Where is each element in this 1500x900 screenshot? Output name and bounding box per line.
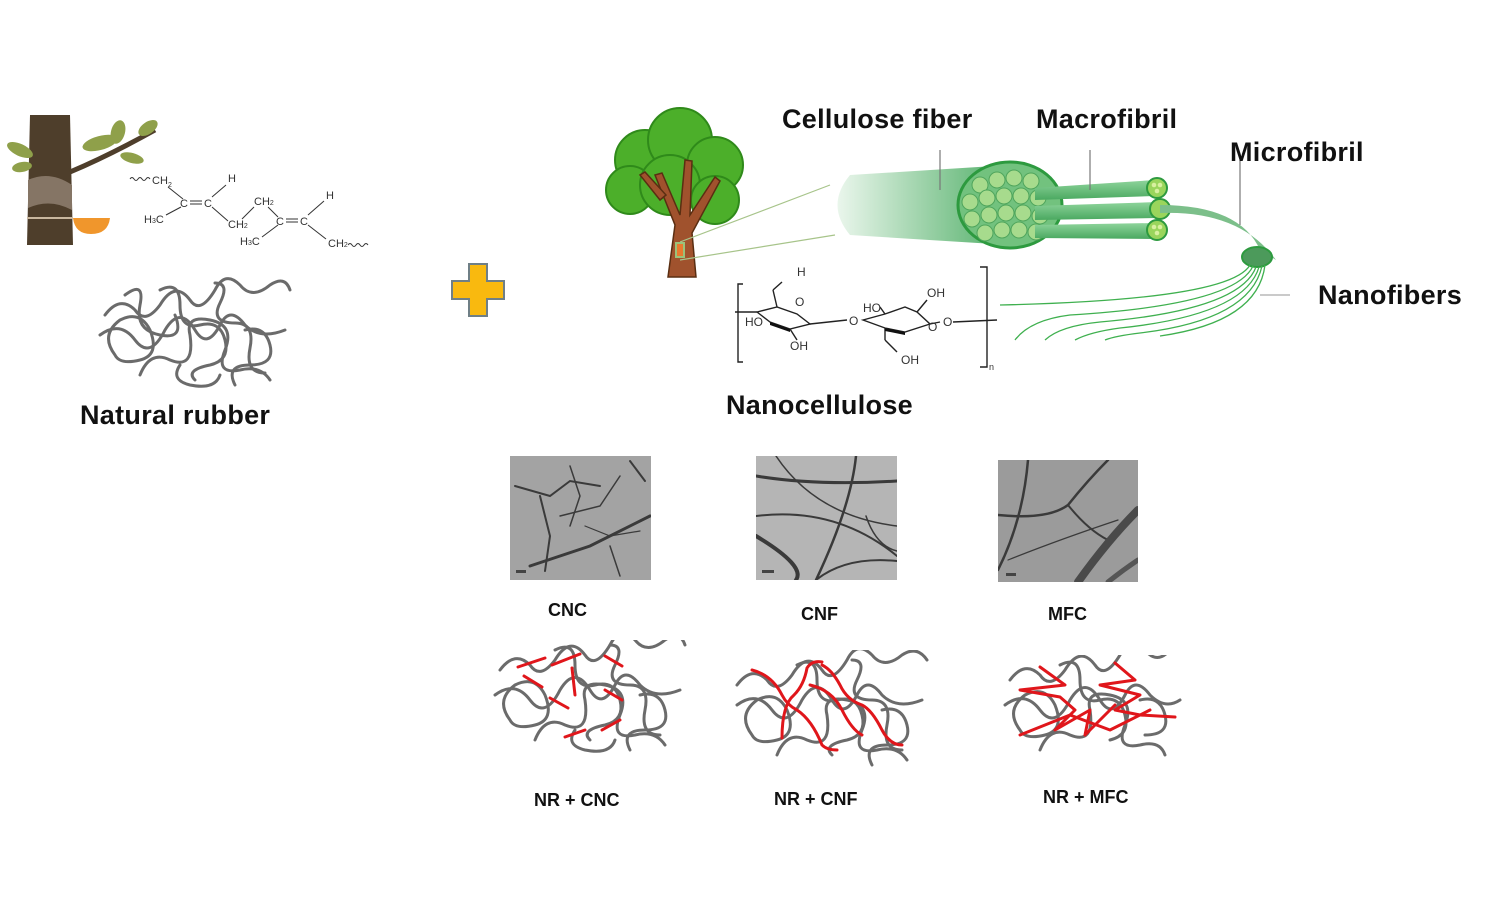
chem-c3: C — [276, 216, 284, 228]
microfibril-label: Microfibril — [1230, 137, 1364, 167]
nr-mfc-label: NR + MFC — [1043, 787, 1129, 807]
rubber-chain-network — [493, 640, 687, 753]
rubber-chain-network — [1003, 655, 1182, 757]
cnf-fibers — [750, 660, 904, 752]
cnc-rods — [516, 652, 624, 739]
zoom-guide-lines — [680, 184, 836, 261]
polyisoprene-structure: CH 2 C C H3C H CH2 CH2 C C H3C H CH2 — [129, 173, 369, 250]
chem-ring-o-1: O — [795, 295, 804, 309]
cellulose-fiber-hierarchy — [837, 150, 1290, 341]
nr-cnc-label: NR + CNC — [534, 790, 620, 810]
cnc-label: CNC — [548, 600, 587, 620]
chem-h2: H — [326, 190, 334, 202]
rubber-chain-network — [735, 650, 929, 767]
micrograph-mfc — [998, 460, 1138, 582]
chem-oh-bottom-left: OH — [790, 339, 808, 353]
micrograph-cnc — [510, 456, 651, 580]
chem-c1: C — [180, 198, 188, 210]
chem-h: H — [797, 265, 806, 279]
chem-c4: C — [300, 216, 308, 228]
mfc-fibers — [1018, 661, 1177, 737]
chem-ho-mid: HO — [863, 301, 881, 315]
micrograph-cnf — [756, 456, 897, 580]
rubber-tree-icon — [7, 115, 158, 245]
chem-ch2-right: CH2 — [328, 238, 348, 250]
chem-ring-o-2: O — [928, 320, 937, 334]
cellulose-structure: H HO O OH O HO OH O OH O n — [735, 265, 998, 372]
nanocellulose-label: Nanocellulose — [726, 390, 913, 420]
chem-n: n — [989, 362, 994, 372]
svg-text:2: 2 — [168, 182, 172, 189]
chem-c2: C — [204, 198, 212, 210]
chem-oh-bottom-right: OH — [901, 353, 919, 367]
nr-cnf-label: NR + CNF — [774, 789, 858, 809]
chem-o-link: O — [849, 314, 858, 328]
chem-ch2-mid1: CH2 — [228, 219, 248, 231]
tree-icon — [605, 107, 744, 278]
chem-ch2-mid2: CH2 — [254, 196, 274, 208]
composite-nr-cnc — [493, 640, 687, 753]
mfc-label: MFC — [1048, 604, 1087, 624]
chem-oh-top-right: OH — [927, 286, 945, 300]
cnf-label: CNF — [801, 604, 838, 624]
chem-h3c-1: H3C — [144, 214, 164, 226]
natural-rubber-panel: CH 2 C C H3C H CH2 CH2 C C H3C H CH2 — [0, 100, 400, 440]
chem-o-right: O — [943, 315, 952, 329]
chem-ho-left: HO — [745, 315, 763, 329]
nanofibers-label: Nanofibers — [1318, 280, 1463, 310]
composite-nr-mfc — [1003, 655, 1182, 757]
rubber-chain-network — [98, 277, 292, 388]
plus-icon — [451, 263, 505, 317]
natural-rubber-label: Natural rubber — [80, 400, 271, 430]
cellulose-fiber-label: Cellulose fiber — [782, 104, 973, 134]
chem-ch2-1: CH — [152, 175, 168, 187]
chem-h1: H — [228, 173, 236, 185]
composite-nr-cnf — [735, 650, 929, 767]
chem-h3c-2: H3C — [240, 236, 260, 248]
macrofibril-label: Macrofibril — [1036, 104, 1178, 134]
latex-cup-icon — [73, 218, 110, 234]
